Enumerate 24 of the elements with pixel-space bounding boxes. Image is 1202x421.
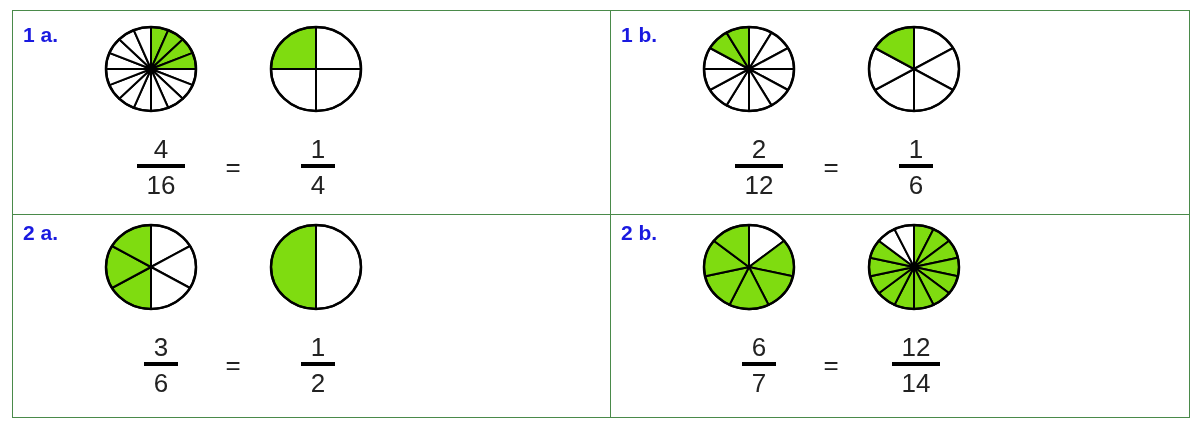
problem-number: 2 b.	[621, 221, 658, 245]
equals-sign: =	[823, 153, 839, 181]
problem-number: 1 a.	[23, 23, 59, 47]
numerator: 1	[310, 333, 326, 361]
denominator: 12	[744, 171, 774, 199]
numerator: 3	[153, 333, 169, 361]
numerator: 1	[310, 135, 326, 163]
numerator: 6	[751, 333, 767, 361]
denominator: 6	[908, 171, 924, 199]
denominator: 6	[153, 369, 169, 397]
equals-sign: =	[823, 351, 839, 379]
problem-number: 1 b.	[621, 23, 658, 47]
numerator: 12	[901, 333, 931, 361]
problem-number: 2 a.	[23, 221, 59, 245]
denominator: 14	[901, 369, 931, 397]
denominator: 2	[310, 369, 326, 397]
numerator: 4	[153, 135, 169, 163]
denominator: 7	[751, 369, 767, 397]
denominator: 4	[310, 171, 326, 199]
numerator: 1	[908, 135, 924, 163]
equals-sign: =	[225, 351, 241, 379]
numerator: 2	[751, 135, 767, 163]
denominator: 16	[146, 171, 176, 199]
equals-sign: =	[225, 153, 241, 181]
